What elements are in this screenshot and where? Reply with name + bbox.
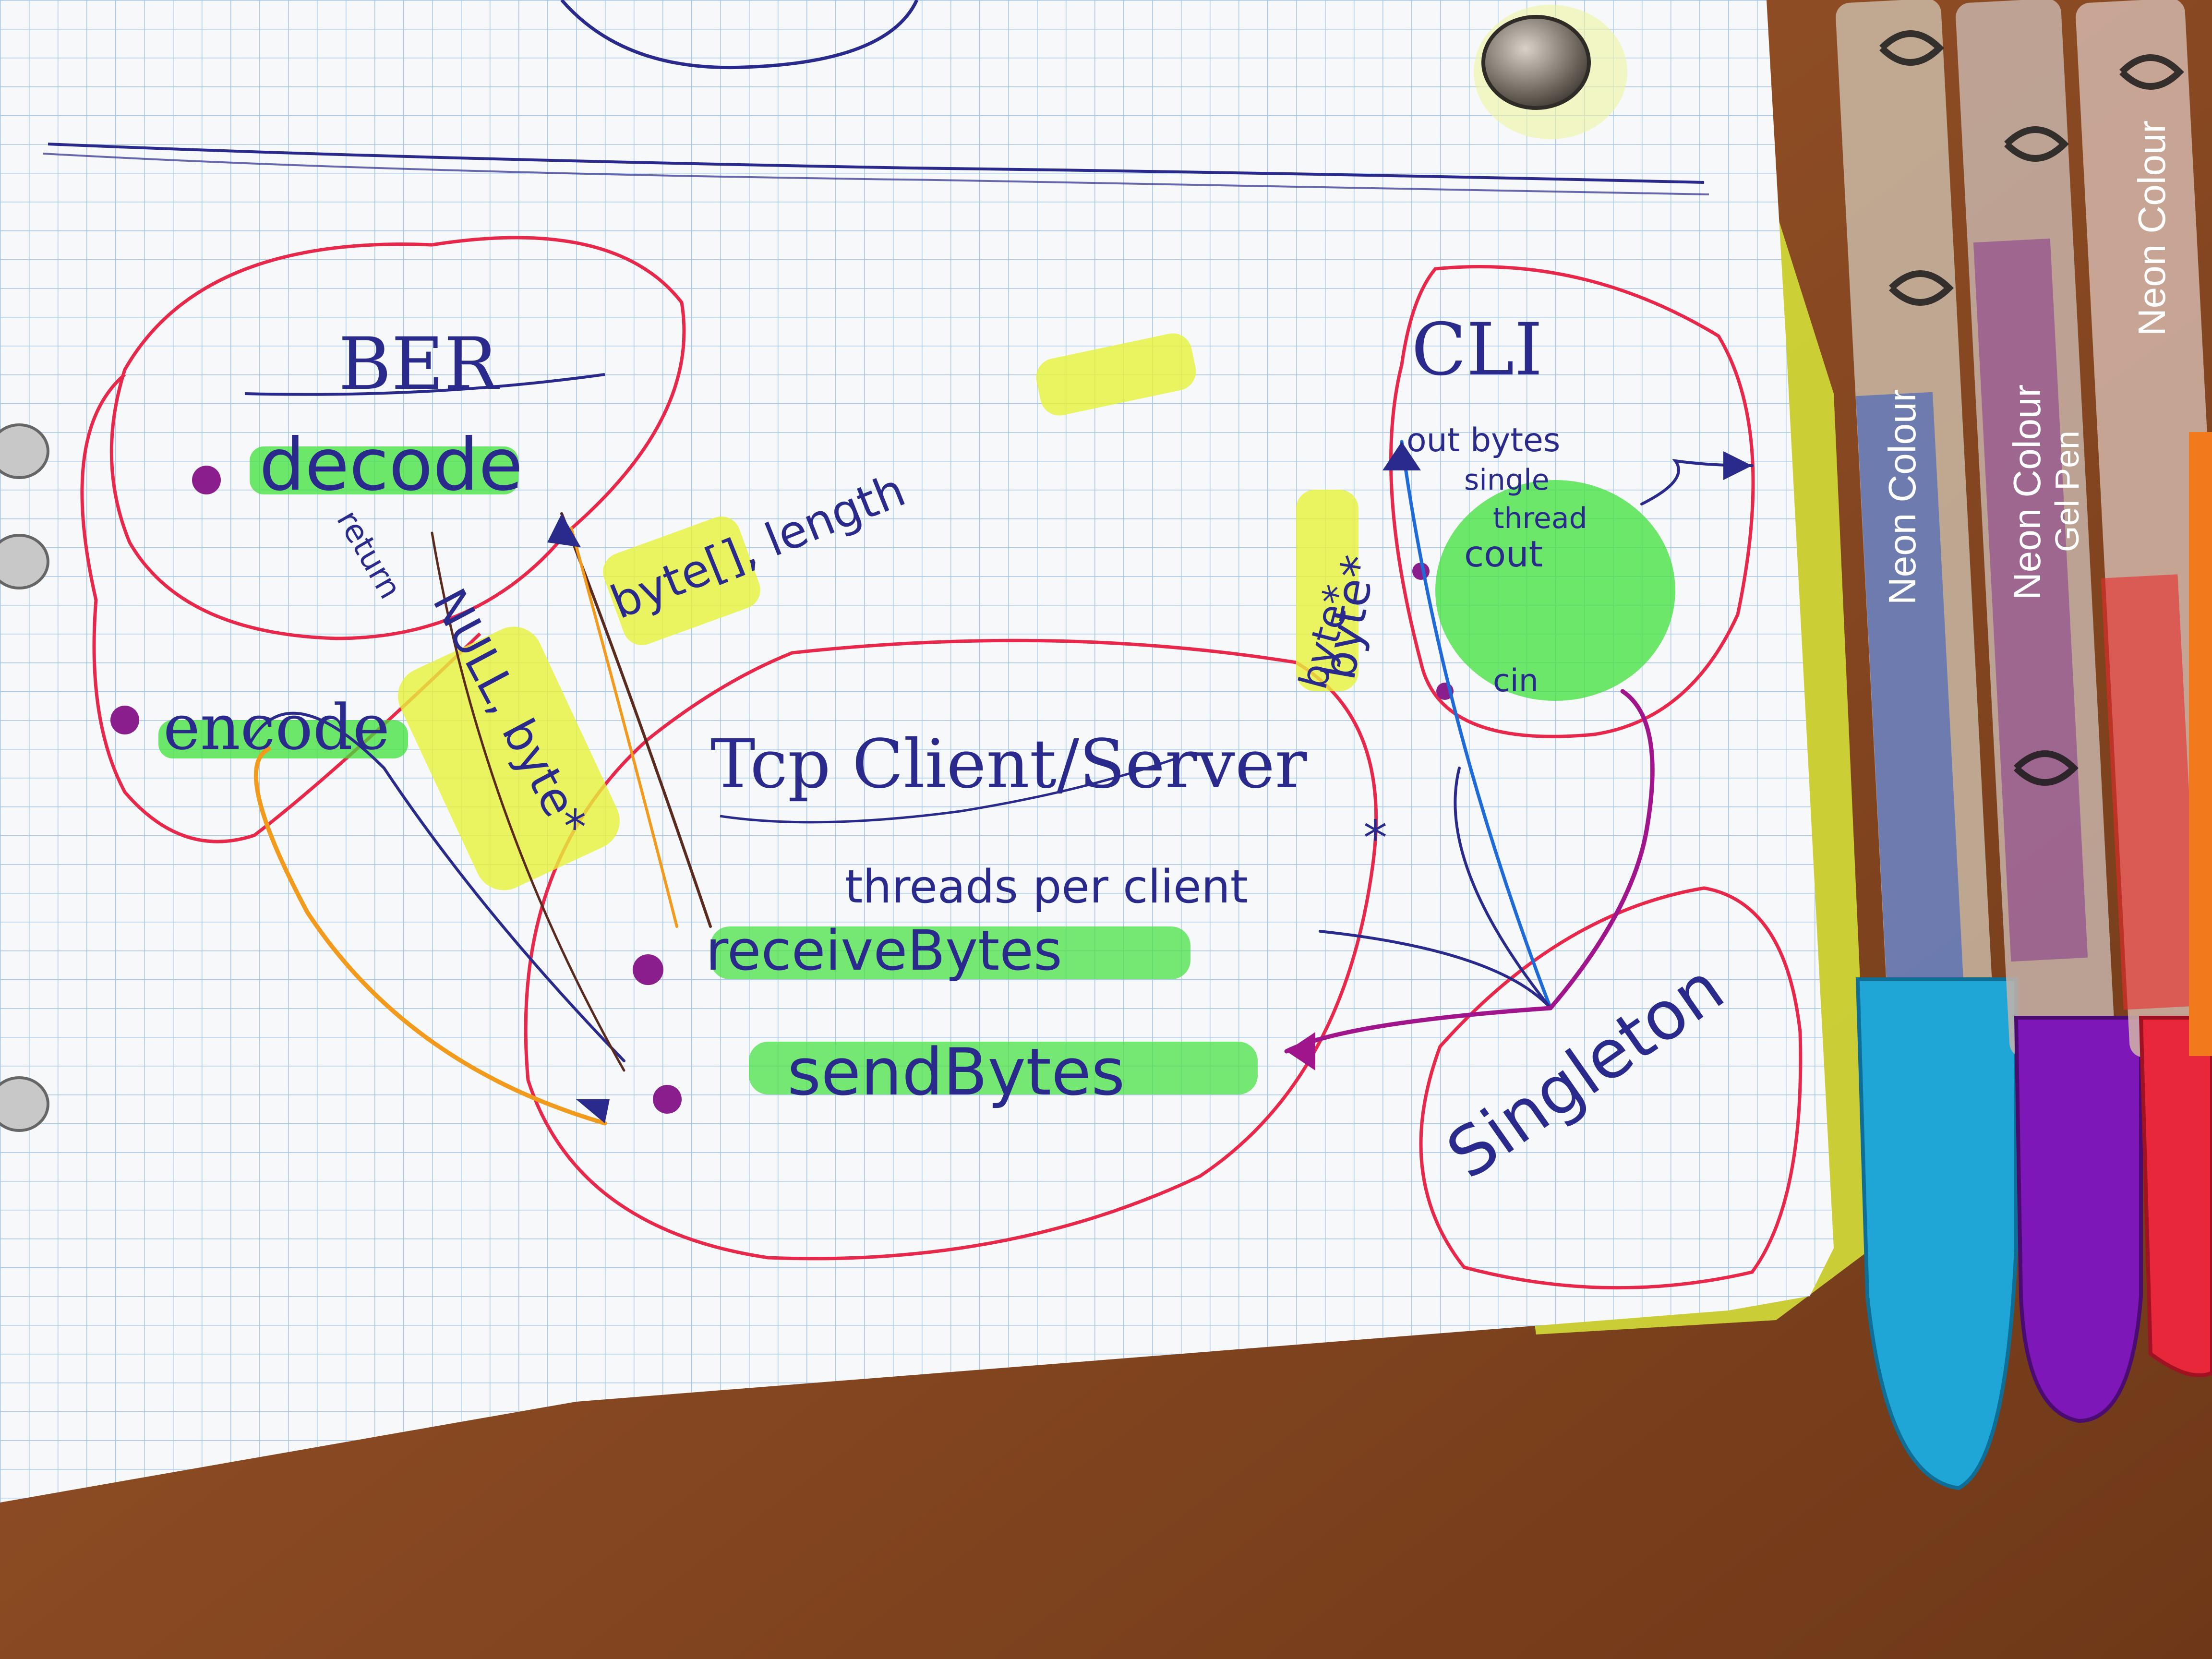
cli-item-cout: cout: [1464, 533, 1543, 575]
cli-note-thread: thread: [1493, 502, 1587, 535]
label-asterisk: *: [1363, 810, 1387, 866]
divider-line: [48, 143, 1705, 184]
ber-outer-boundary: [80, 373, 481, 843]
cli-title: CLI: [1411, 308, 1543, 392]
tcp-item-send: sendBytes: [787, 1034, 1125, 1110]
highlights: [158, 333, 1358, 1094]
bullet-dot: [192, 466, 221, 494]
gel-pens: Neon Colour Neon Colour Gel Pen Neon Col…: [1836, 0, 2212, 1491]
bullet-dot: [110, 706, 139, 734]
pen-brand-red: Neon Colour: [2130, 120, 2173, 336]
cli-item-cin: cin: [1493, 663, 1539, 699]
tcp-note: threads per client: [845, 861, 1248, 914]
ber-underline: [244, 373, 605, 396]
top-ink-stroke: [560, 0, 919, 70]
graph-paper-sheet: [0, 0, 1834, 1503]
singleton-boundary: [1419, 886, 1803, 1290]
tcp-title: Tcp Client/Server: [710, 725, 1307, 804]
singleton-to-cli-arrow: [1548, 689, 1655, 1010]
ber-item-decode: decode: [259, 423, 523, 507]
pen-brand-purple: Neon Colour: [2006, 385, 2048, 600]
cli-note-out: out bytes: [1407, 421, 1560, 459]
encode-orange-arrow: [253, 746, 607, 1126]
encode-to-send-arrow: [248, 711, 625, 1062]
tcp-item-receive: receiveBytes: [706, 919, 1062, 983]
bullet-dots: [110, 466, 1454, 1114]
cli-boundary: [1389, 265, 1755, 738]
blue-gel-pen: Neon Colour: [1836, 0, 2018, 1491]
singleton-to-cli-blue: [1400, 440, 1552, 1010]
pen-brand-blue: Neon Colour: [1881, 389, 1923, 605]
bullet-dot: [653, 1085, 682, 1114]
connectors: [248, 440, 1754, 1126]
orange-gel-pen: [2189, 432, 2212, 1056]
arrowheads: [547, 442, 1752, 1123]
cli-green-blob: [1435, 480, 1675, 701]
pen-type: Gel Pen: [2048, 431, 2086, 552]
snap-button: [1474, 5, 1627, 139]
ber-item-encode: encode: [163, 691, 390, 764]
cli-note-single: single: [1464, 463, 1550, 497]
bullet-dot: [633, 954, 663, 985]
binder-holes: [0, 423, 49, 1132]
ber-boundary: [109, 236, 686, 640]
